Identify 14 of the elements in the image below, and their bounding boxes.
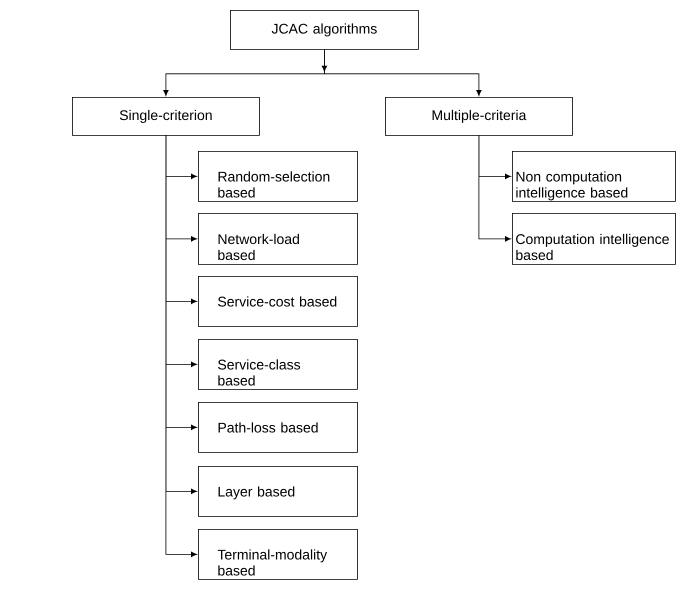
category-box: Service-cost based bbox=[198, 276, 358, 327]
category-box: JCAC algorithms bbox=[230, 10, 419, 50]
category-box: Network-load based bbox=[198, 213, 358, 265]
category-box: Single-criterion bbox=[72, 97, 260, 136]
category-box: Non computation intelligence based bbox=[512, 151, 676, 202]
arrow bbox=[478, 135, 511, 242]
category-box: Service-class based bbox=[198, 339, 358, 390]
category-box: Layer based bbox=[198, 466, 358, 517]
category-box: Path-loss based bbox=[198, 402, 358, 453]
category-box: Random-selection based bbox=[198, 151, 358, 202]
category-box: Computation intelligence based bbox=[512, 213, 676, 265]
category-box: Multiple-criteria bbox=[385, 97, 573, 136]
category-box: Terminal-modality based bbox=[198, 529, 358, 580]
arrow bbox=[324, 49, 482, 96]
